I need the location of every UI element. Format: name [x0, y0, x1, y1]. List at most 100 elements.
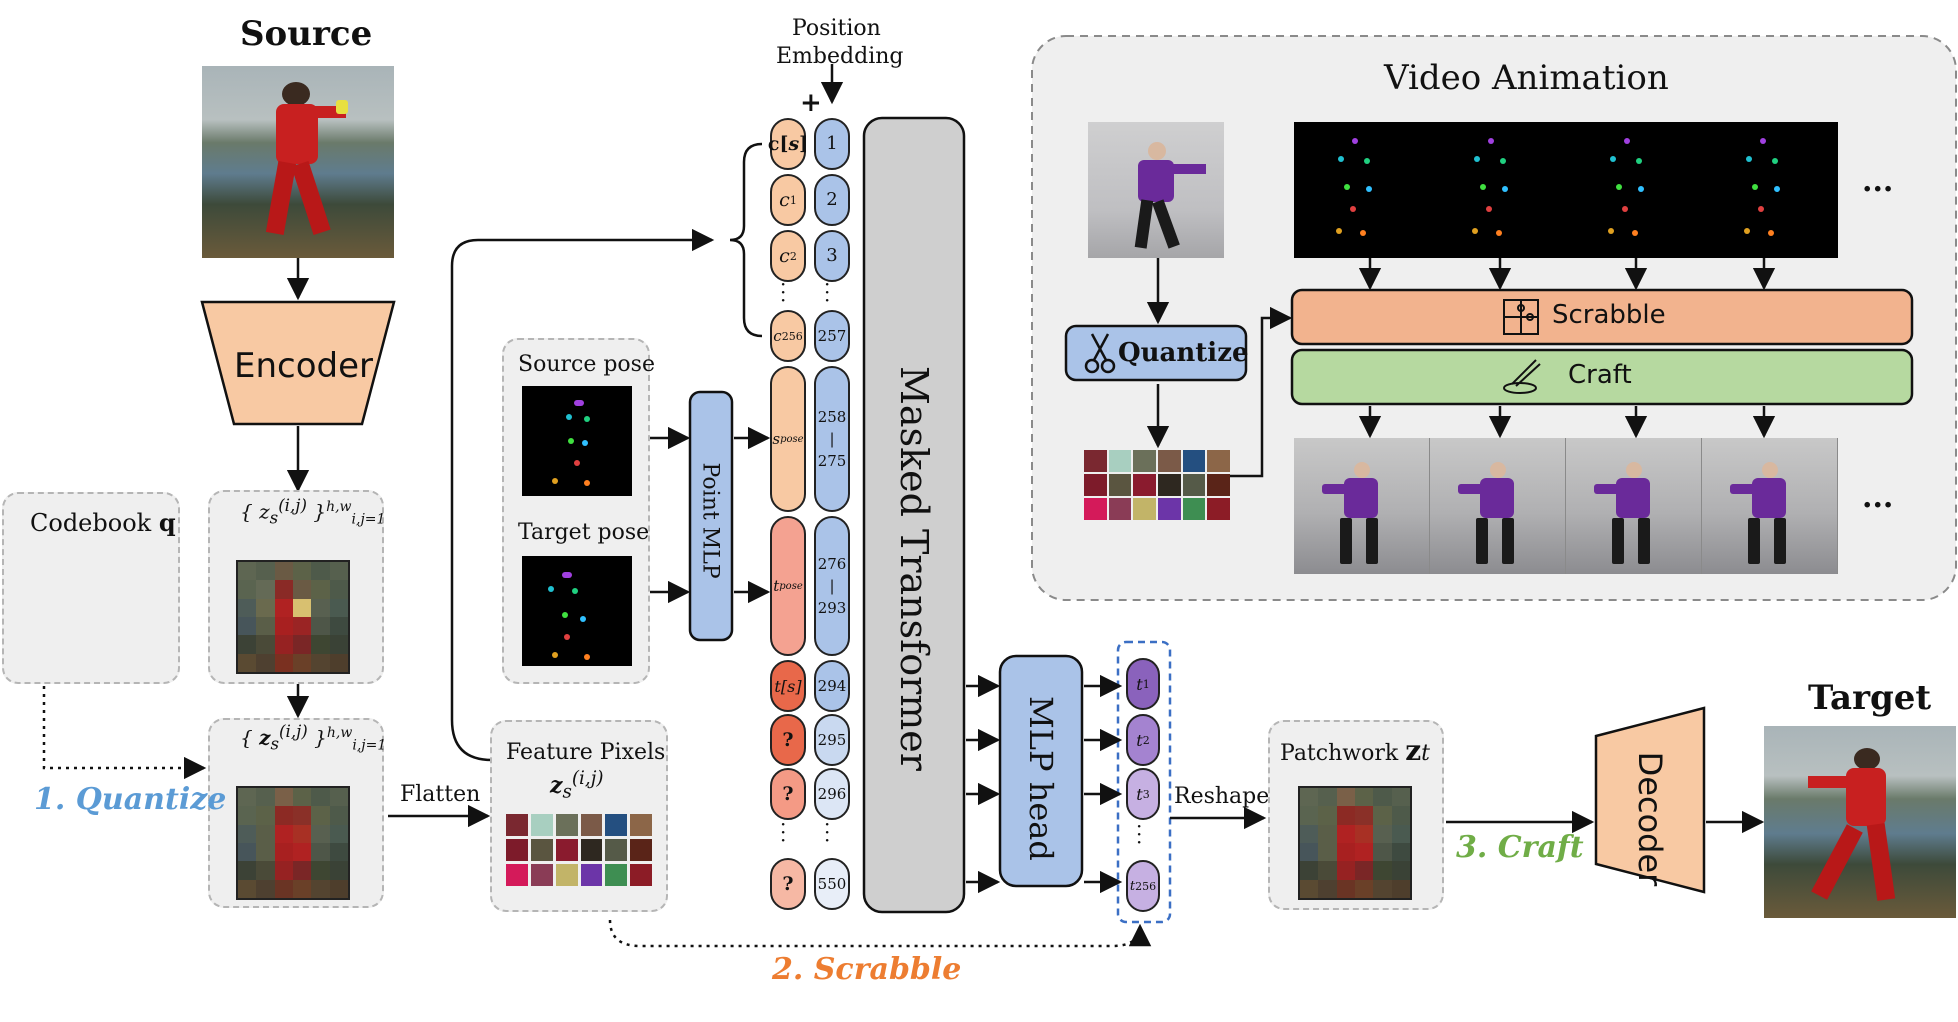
pose-keypoint [1616, 184, 1622, 190]
patchwork-pixel [1318, 806, 1337, 825]
quantized-pixel [311, 861, 330, 880]
frame-separator [1701, 438, 1702, 574]
codebook-pixel [1207, 498, 1230, 520]
quantized-pixel [274, 824, 293, 843]
quantized-pixel [238, 861, 257, 880]
feature-pixel [605, 814, 628, 836]
latent-pixel [293, 616, 312, 636]
latent-pixel [274, 616, 293, 636]
plus-sign: + [800, 88, 822, 118]
patchwork-pixel [1355, 861, 1374, 880]
patchwork-pixel [1300, 806, 1319, 825]
codebook-pixel [1182, 474, 1206, 496]
feature-pixel [530, 864, 553, 886]
pose-sequence-strip [1294, 122, 1838, 258]
token-t-s: t[s] [770, 660, 806, 712]
codebook-pixel [1157, 450, 1181, 472]
brush-icon [1503, 359, 1541, 394]
quantized-grid [236, 786, 350, 900]
latent-pixel [311, 562, 330, 581]
codebook-pixel [1207, 450, 1230, 472]
pose-keypoint [1364, 158, 1370, 164]
patchwork-pixel [1300, 824, 1319, 843]
scrabble-bar [1290, 288, 1914, 346]
pose-keypoint [1632, 230, 1638, 236]
patchwork-pixel [1355, 788, 1374, 807]
decoder-label: Decoder [1631, 751, 1669, 887]
codebook-box [2, 492, 180, 684]
patchwork-pixel [1318, 788, 1337, 807]
generated-figure-part [1366, 518, 1378, 564]
codebook-pixel [1084, 474, 1107, 496]
quantized-pixel [274, 806, 293, 825]
latent-pixel [238, 598, 257, 617]
codebook-pixel [1182, 498, 1206, 520]
pose-keypoint [1744, 228, 1750, 234]
source-pose-image [522, 386, 632, 496]
latent-pixel [274, 598, 293, 617]
latent-pixel [274, 580, 293, 599]
pose-keypoint [1758, 206, 1764, 212]
latent-pixel [238, 580, 257, 599]
codebook-pixel [1157, 498, 1181, 520]
pose-keypoint [1768, 230, 1774, 236]
patchwork-pixel [1391, 824, 1410, 843]
pose-keypoint [1624, 138, 1630, 144]
token-mask-2: ? [770, 768, 806, 820]
generated-figure-part [1748, 518, 1760, 564]
pose-keypoint [1500, 158, 1506, 164]
feature-pixel [555, 839, 578, 861]
feature-pixel [630, 814, 652, 836]
latent-pixel [293, 635, 312, 654]
pose-keypoint [1352, 138, 1358, 144]
codebook-pixel [1182, 450, 1206, 472]
generated-figure-part [1730, 484, 1760, 494]
latent-pixel [238, 635, 257, 654]
patchwork-grid [1298, 786, 1412, 900]
patchwork-pixel [1318, 842, 1337, 862]
latent-pixel [329, 562, 348, 581]
patchwork-pixel [1391, 806, 1410, 825]
latent-grid [236, 560, 350, 674]
quantized-pixel [329, 879, 348, 898]
frame-separator [1565, 438, 1566, 574]
pose-keypoint [1496, 230, 1502, 236]
patchwork-pixel [1391, 842, 1410, 862]
reshape-label: Reshape [1174, 784, 1270, 809]
scrabble-step-label: 2. Scrabble [772, 952, 962, 987]
token-mask-1: ? [770, 714, 806, 766]
latent-pixel [274, 635, 293, 654]
pose-keypoint [1746, 156, 1752, 162]
pose-keypoint [1360, 230, 1366, 236]
generated-figure-part [1638, 518, 1650, 564]
masked-transformer-block [862, 116, 966, 914]
latent-pixel [274, 653, 293, 672]
quantized-pixel [238, 806, 257, 825]
quantized-pixel [238, 842, 257, 862]
feature-pixels-label: Feature Pixels [506, 740, 666, 765]
patchwork-pixel [1373, 861, 1392, 880]
latent-pixel [256, 616, 275, 636]
quantized-pixel [274, 842, 293, 862]
latent-pixel [256, 598, 275, 617]
codebook-pixel [1108, 498, 1132, 520]
latent-pixel [256, 653, 275, 672]
latent-pixel [256, 580, 275, 599]
quantized-pixel [311, 842, 330, 862]
mlp-head-label: MLP head [1022, 696, 1060, 861]
latent-pixel [329, 580, 348, 599]
source-pose-label: Source pose [518, 352, 655, 377]
latent-pixel [311, 598, 330, 617]
masked-transformer-label: Masked Transformer [892, 366, 936, 771]
patchwork-pixel [1336, 824, 1355, 843]
feature-pixel [555, 864, 578, 886]
feature-pixel [630, 839, 652, 861]
feature-pixel [506, 839, 528, 861]
pose-keypoint [1480, 184, 1486, 190]
generated-figure-part [1340, 518, 1352, 564]
craft-bar [1290, 348, 1914, 406]
